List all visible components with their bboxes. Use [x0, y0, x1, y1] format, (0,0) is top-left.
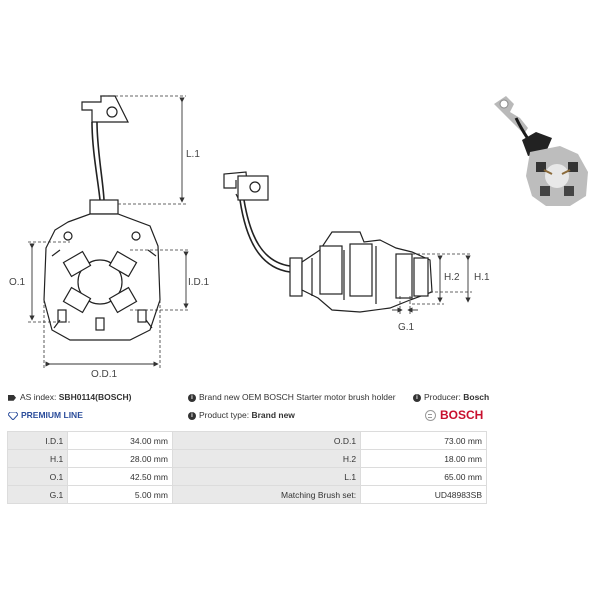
table-row: I.D.1 34.00 mm O.D.1 73.00 mm	[6, 431, 487, 450]
premium-line-label: PREMIUM LINE	[21, 410, 83, 420]
dim-label-g1: G.1	[398, 322, 415, 333]
spec-value: 34.00 mm	[67, 431, 173, 450]
side-view-drawing	[223, 171, 433, 313]
info-icon: i	[413, 393, 421, 402]
as-index-value: SBH0114(BOSCH)	[58, 392, 132, 402]
spec-value: 5.00 mm	[67, 485, 173, 504]
producer-label: Producer:	[424, 392, 461, 402]
spec-value: 65.00 mm	[360, 467, 487, 486]
dim-label-id1: I.D.1	[188, 277, 210, 288]
tag-icon	[8, 394, 16, 401]
spec-label: Matching Brush set:	[171, 485, 362, 504]
as-index-label: AS index:	[20, 392, 57, 402]
spec-value: 18.00 mm	[360, 449, 487, 468]
dim-label-h2: H.2	[444, 272, 460, 283]
as-index: AS index: SBH0114(BOSCH)	[8, 392, 132, 402]
bosch-armature-icon	[425, 409, 436, 421]
spec-value: 73.00 mm	[360, 431, 487, 450]
dim-label-h1: H.1	[474, 272, 490, 283]
spec-label: G.1	[6, 485, 69, 504]
table-row: O.1 42.50 mm L.1 65.00 mm	[6, 467, 487, 486]
spec-label: H.1	[6, 449, 69, 468]
info-icon: i	[188, 411, 196, 420]
product-type-label: Product type:	[199, 410, 250, 420]
diamond-icon	[8, 411, 18, 420]
dim-label-l1: L.1	[186, 149, 200, 160]
specs-table: I.D.1 34.00 mm O.D.1 73.00 mm H.1 28.00 …	[6, 431, 487, 504]
info-icon: i	[188, 393, 196, 402]
table-row: H.1 28.00 mm H.2 18.00 mm	[6, 449, 487, 468]
spec-value: 42.50 mm	[67, 467, 173, 486]
spec-label: H.2	[171, 449, 362, 468]
product-type-value: Brand new	[251, 410, 295, 420]
spec-label: L.1	[171, 467, 362, 486]
product-photo	[494, 96, 588, 206]
spec-value: 28.00 mm	[67, 449, 173, 468]
producer-value: Bosch	[463, 392, 490, 402]
table-row: G.1 5.00 mm Matching Brush set: UD48983S…	[6, 485, 487, 504]
spec-label: O.D.1	[171, 431, 362, 450]
premium-line: PREMIUM LINE	[8, 410, 83, 420]
dim-label-od1: O.D.1	[91, 369, 118, 380]
spec-label: O.1	[6, 467, 69, 486]
spec-label: I.D.1	[6, 431, 69, 450]
bosch-logo-text: BOSCH	[440, 408, 484, 422]
spec-value: UD48983SB	[360, 485, 487, 504]
front-view-drawing	[43, 95, 161, 341]
description-text: Brand new OEM BOSCH Starter motor brush …	[199, 392, 396, 402]
technical-drawing: L.1 O.1 I.D.1 O.D.1 H.2 H.1 G.1	[9, 95, 588, 380]
dim-label-o1: O.1	[9, 277, 26, 288]
bosch-logo: BOSCH	[425, 408, 483, 422]
